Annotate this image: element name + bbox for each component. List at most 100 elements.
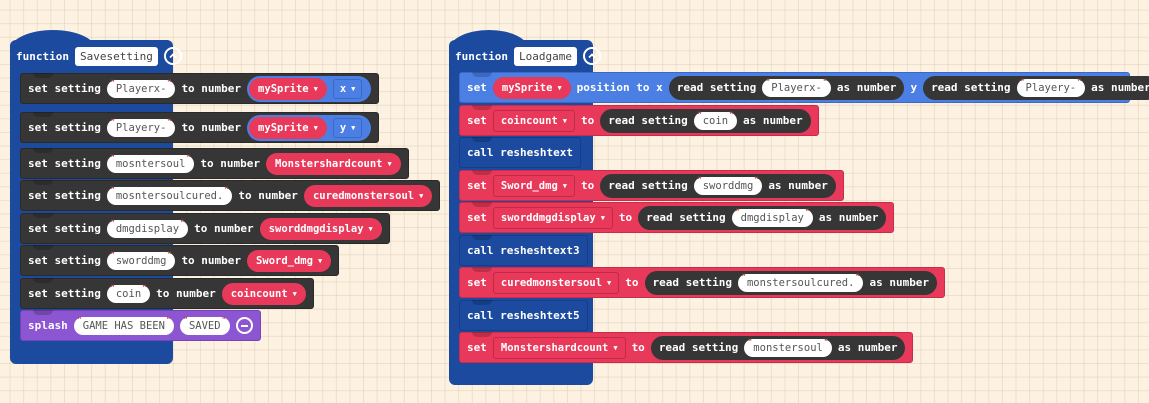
sprite-property-reporter[interactable]: mySprite▼ x▼ (247, 75, 372, 102)
splash-subtext-input[interactable]: SAVED (179, 316, 230, 335)
set-label: set (467, 276, 487, 289)
set-setting-label: set setting (28, 82, 101, 95)
set-setting-statement[interactable]: set setting mosntersoulcured. to number … (20, 180, 441, 211)
splash-text-input[interactable]: GAME HAS BEEN (73, 316, 174, 335)
block-notch (33, 213, 53, 218)
set-variable-statement[interactable]: set curedmonstersoul ▼ to read setting mo… (459, 267, 946, 298)
variable-dropdown[interactable]: coincount▼ (492, 109, 575, 132)
set-variable-statement[interactable]: set coincount▼ to read setting coin as n… (459, 105, 819, 136)
variable-dropdown[interactable]: curedmonstersoul ▼ (303, 184, 433, 207)
minus-circle-icon[interactable] (235, 317, 253, 334)
variable-dropdown[interactable]: Monstershardcount▼ (492, 336, 626, 359)
function-name-field[interactable]: Savesetting (74, 46, 158, 66)
set-setting-statement[interactable]: set setting Playery- to number mySprite▼… (20, 112, 380, 143)
setting-key-input[interactable]: Playerx- (106, 79, 176, 98)
read-setting-label: read setting (658, 341, 739, 354)
variable-dropdown[interactable]: curedmonstersoul ▼ (492, 271, 620, 294)
setting-key-input[interactable]: mosntersoulcured. (106, 186, 233, 205)
set-setting-statement[interactable]: set setting mosntersoul to number Monste… (20, 148, 409, 179)
property-dropdown[interactable]: x▼ (332, 78, 363, 99)
set-setting-statement[interactable]: set setting dmgdisplay to number sworddm… (20, 213, 390, 244)
to-number-label: to number (156, 287, 216, 300)
read-setting-label: read setting (676, 81, 757, 94)
set-variable-statement[interactable]: set Monstershardcount▼ to read setting m… (459, 332, 914, 363)
setting-key-input[interactable]: Playery- (1016, 78, 1086, 97)
set-setting-statement[interactable]: set setting coin to number coincount▼ (20, 278, 314, 309)
read-setting-label: read setting (608, 179, 688, 192)
splash-statement[interactable]: splash GAME HAS BEEN SAVED (20, 310, 261, 341)
sprite-property-reporter[interactable]: mySprite ▼ y▼ (247, 114, 372, 141)
caret-down-icon: ▼ (419, 191, 424, 200)
caret-down-icon: ▼ (313, 123, 318, 132)
set-setting-label: set setting (28, 222, 101, 235)
block-notch (33, 180, 53, 185)
caret-down-icon: ▼ (313, 84, 318, 93)
set-label: set (467, 179, 487, 192)
setting-key-input[interactable]: monstersoulcured. (737, 273, 864, 292)
as-number-label: as number (818, 211, 879, 224)
variable-dropdown[interactable]: Sword_dmg▼ (492, 174, 575, 197)
variable-dropdown[interactable]: coincount ▼ (221, 282, 306, 305)
variable-name: Sword_dmg (256, 254, 313, 267)
setting-key-input[interactable]: Playerx- (762, 78, 831, 97)
block-notch (472, 170, 492, 175)
read-setting-reporter[interactable]: read setting sworddmg as number (600, 173, 836, 198)
block-notch (472, 235, 492, 240)
property-name: y (339, 121, 347, 134)
read-setting-label: read setting (652, 276, 732, 289)
set-variable-statement[interactable]: set sworddmgdisplay▼ to read setting dmg… (459, 202, 895, 233)
variable-dropdown[interactable]: Monstershardcount▼ (266, 152, 401, 175)
call-label: call resheshtext5 (467, 309, 580, 322)
caret-down-icon: ▼ (613, 343, 618, 352)
chevron-up-circle-icon[interactable] (582, 47, 601, 65)
sprite-variable-dropdown[interactable]: mySprite ▼ (249, 116, 327, 139)
setting-key-input[interactable]: dmgdisplay (106, 219, 189, 238)
variable-dropdown[interactable]: sworddmgdisplay▼ (492, 206, 613, 229)
to-number-label: to number (200, 157, 261, 170)
setting-key-input[interactable]: dmgdisplay (731, 208, 813, 227)
property-dropdown[interactable]: y▼ (332, 117, 363, 138)
setting-key-input[interactable]: sworddmg (106, 251, 176, 270)
variable-name: curedmonstersoul (500, 276, 603, 289)
sprite-variable-dropdown[interactable]: mySprite▼ (249, 77, 327, 100)
to-label: to (631, 341, 645, 354)
setting-key-input[interactable]: Playery- (106, 118, 176, 137)
call-function-statement[interactable]: call resheshtext3 (459, 235, 588, 266)
to-label: to (618, 211, 633, 224)
read-setting-reporter[interactable]: read setting Playerx- as number (668, 75, 905, 100)
variable-dropdown[interactable]: sworddmgdisplay▼ (259, 217, 382, 240)
to-label: to (625, 276, 639, 289)
chevron-up-circle-icon[interactable] (163, 47, 182, 65)
setting-key-input[interactable]: coin (106, 284, 151, 303)
variable-name: curedmonstersoul (312, 189, 415, 202)
read-setting-reporter[interactable]: read setting dmgdisplay as number (638, 205, 887, 230)
variable-dropdown[interactable]: Sword_dmg▼ (247, 249, 332, 272)
read-setting-reporter[interactable]: read setting Playery- as number (923, 75, 1149, 100)
set-variable-statement[interactable]: set Sword_dmg▼ to read setting sworddmg … (459, 170, 844, 201)
function-name-field[interactable]: Loadgame (513, 46, 577, 66)
sprite-variable-dropdown[interactable]: mySprite▼ (492, 76, 571, 99)
set-setting-statement[interactable]: set setting Playerx- to number mySprite▼… (20, 73, 380, 104)
caret-down-icon: ▼ (292, 289, 297, 298)
read-setting-reporter[interactable]: read setting monstersoul as number (650, 335, 906, 360)
set-sprite-position-statement[interactable]: set mySprite▼ position to x read setting… (459, 72, 1149, 103)
setting-key-input[interactable]: sworddmg (693, 176, 763, 195)
setting-key-input[interactable]: coin (693, 111, 738, 130)
call-label: call resheshtext3 (467, 244, 580, 257)
variable-name: mySprite (258, 121, 309, 134)
read-setting-reporter[interactable]: read setting monstersoulcured. as number (644, 270, 938, 295)
block-notch (33, 310, 53, 315)
call-function-statement[interactable]: call resheshtext (459, 137, 581, 168)
variable-name: sworddmgdisplay (500, 211, 596, 224)
caret-down-icon: ▼ (607, 278, 612, 287)
setting-key-input[interactable]: mosntersoul (106, 154, 195, 173)
read-setting-reporter[interactable]: read setting coin as number (600, 108, 811, 133)
variable-name: coincount (230, 287, 288, 300)
as-number-label: as number (768, 179, 828, 192)
setting-key-input[interactable]: monstersoul (744, 338, 832, 357)
call-function-statement[interactable]: call resheshtext5 (459, 300, 588, 331)
set-setting-statement[interactable]: set setting sworddmg to number Sword_dmg… (20, 245, 340, 276)
set-setting-label: set setting (28, 189, 101, 202)
position-to-x-label: position to x (576, 81, 663, 94)
function-header: function Loadgame (455, 40, 601, 72)
